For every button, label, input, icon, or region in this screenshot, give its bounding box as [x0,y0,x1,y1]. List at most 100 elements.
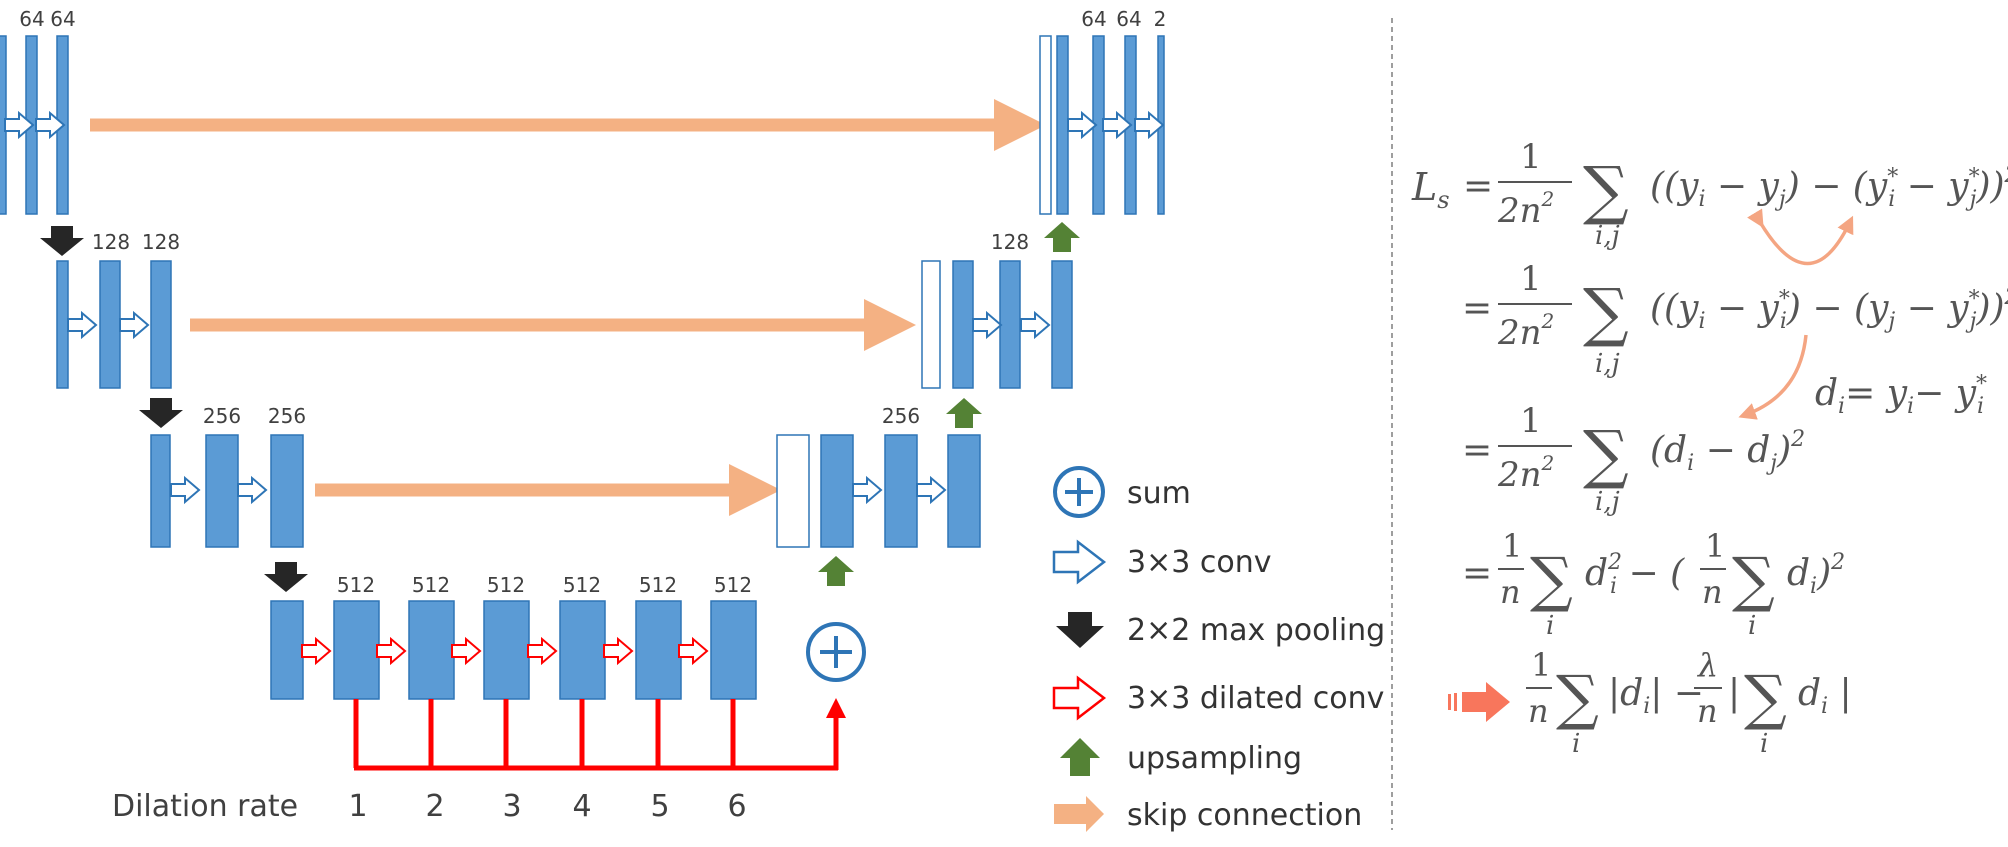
sum-idx-1: i,j [1595,221,1620,251]
legend-pool-label: 2×2 max pooling [1127,613,1385,648]
dilation-rate-value: 3 [502,789,521,824]
sum-sign-2: ∑ [1583,276,1629,350]
sum-sign-3: ∑ [1583,418,1629,492]
sum-icon [1053,466,1105,518]
sum-sign-5a: ∑ [1556,663,1599,733]
up-arrow-icon [1060,738,1100,776]
frac3-num: 1 [1520,401,1542,441]
concat-block [776,434,810,548]
conv-arrow [972,310,1003,340]
loss-lhs: Ls [1411,165,1450,214]
max-pool-arrow [264,562,308,592]
legend-dilated-label: 3×3 dilated conv [1127,681,1384,716]
concat-block [1039,35,1052,215]
channel-label: 512 [412,573,450,597]
dilated-conv-arrow [301,636,332,666]
dilation-rate-value: 5 [650,789,669,824]
sum-sign-5b: ∑ [1744,663,1787,733]
dilation-rate-label: Dilation rate [112,789,298,824]
dilated-conv-arrow [603,636,634,666]
swap-arrow [1747,208,1854,266]
dilated-conv-arrow [376,636,407,666]
frac1-den: 2n2 [1497,187,1554,231]
legend-sum-label: sum [1127,476,1191,511]
conv-arrow [35,110,66,140]
feature-block [884,434,918,548]
upsample-arrow [818,556,854,586]
dilated-conv-arrow [527,636,558,666]
feature-block [270,600,304,700]
feature-block [1051,260,1073,389]
channel-label: 128 [92,230,130,254]
feature-block [150,434,171,548]
feature-block [820,434,854,548]
eq-2: = [1462,288,1492,329]
legend-up-label: upsampling [1127,741,1302,776]
legend-conv-label: 3×3 conv [1127,545,1271,580]
sum-idx-4b: i [1748,611,1756,641]
line1-expr: ((yi − yj) − (y*i − y*j))2 [1650,163,2008,212]
conv-arrow [1020,310,1051,340]
sum-idx-3: i,j [1595,487,1620,517]
dilation-rate-value: 4 [572,789,591,824]
eq-3: = [1462,430,1492,471]
feature-block [635,600,682,700]
channel-label: 2 [1154,7,1167,31]
substitution-arrow [1738,334,1808,420]
red-hollow-arrow-icon [1052,675,1107,721]
channel-label: 512 [714,573,752,597]
line3-expr: (di − dj)2 [1650,427,1805,476]
legend: sum 3×3 conv 2×2 max pooling 3×3 dilated… [1052,466,1385,833]
channel-label: 512 [487,573,525,597]
upsample-arrow [946,398,982,428]
feature-block [333,600,380,700]
feature-block [1056,35,1069,215]
channel-label: 128 [142,230,180,254]
channel-label: 512 [639,573,677,597]
conv-arrow [119,310,150,340]
abs-open: | [1728,673,1740,714]
frac5b-den: n [1697,692,1718,730]
channel-label: 256 [882,404,920,428]
feature-block [99,260,121,389]
conv-arrow [1067,110,1098,140]
dilated-conv-arrow [678,636,709,666]
channel-label: 512 [337,573,375,597]
sum-sign-4a: ∑ [1530,545,1573,615]
di-definition: di= yi− y*i [1815,372,1987,419]
max-pool-arrow [139,398,183,428]
sum-idx-2: i,j [1595,349,1620,379]
dilation-rate-value: 2 [425,789,444,824]
dilation-rate-value: 1 [348,789,367,824]
channel-label: 128 [991,230,1029,254]
feature-block [205,434,239,548]
conv-arrow [1102,110,1133,140]
feature-block [270,434,304,548]
frac4a-num: 1 [1502,527,1522,565]
frac1-num: 1 [1520,137,1542,177]
feature-block [483,600,530,700]
sum-idx-5b: i [1760,729,1768,759]
channel-label: 256 [203,404,241,428]
down-arrow-icon [1056,612,1104,648]
eq-4: = [1462,553,1492,594]
channel-label: 64 [1116,7,1141,31]
loss-derivation: Ls = 1 2n2 ∑ i,j ((yi − yj) − (y*i − y*j… [1411,137,2008,759]
feature-block [559,600,606,700]
channel-label: 64 [50,7,75,31]
frac5a-num: 1 [1531,646,1551,684]
conv-arrow [170,475,201,505]
hollow-arrow-icon [1052,539,1107,585]
dilation-rate-value: 6 [727,789,746,824]
feature-block [999,260,1021,389]
sum-sign-1: ∑ [1583,154,1629,228]
sum-sign-4b: ∑ [1732,545,1775,615]
frac4b-den: n [1702,573,1723,611]
feature-block [947,434,981,548]
frac4a-den: n [1500,573,1521,611]
frac2-num: 1 [1520,259,1542,299]
eq-1: = [1463,166,1493,207]
